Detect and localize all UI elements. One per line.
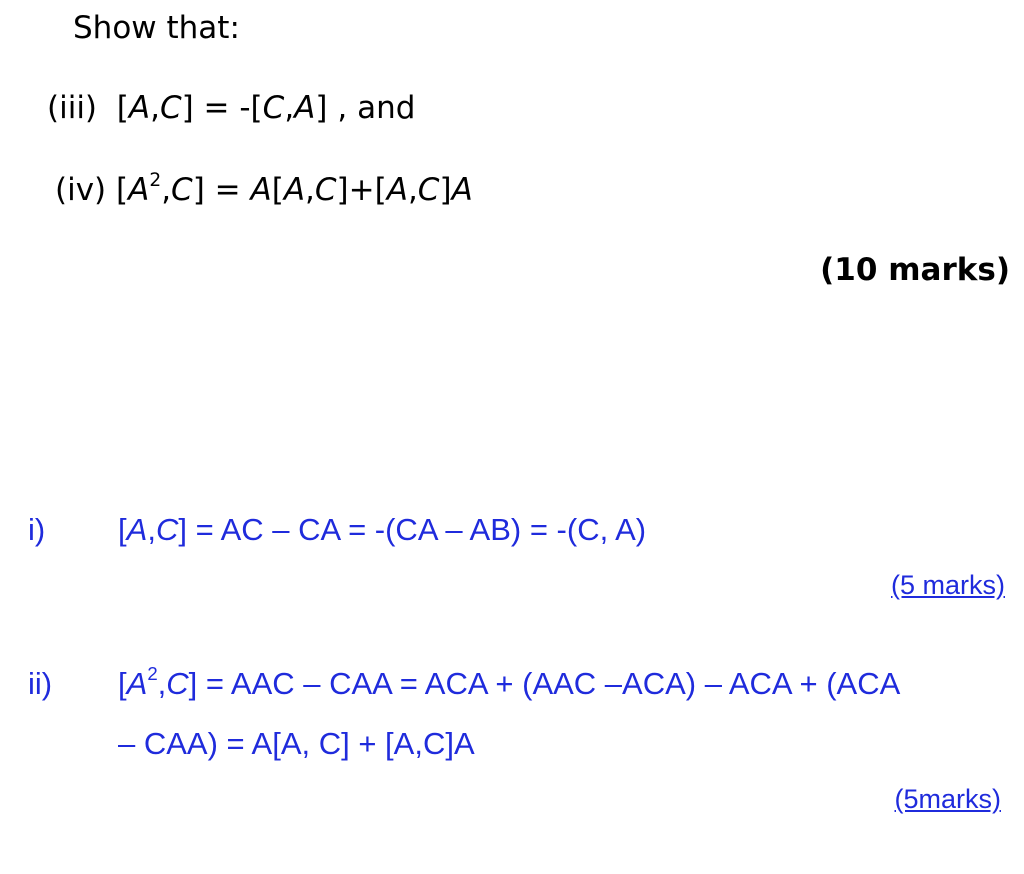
question-part-iii: (iii) [A,C] = -[C,A] , and [47,90,415,126]
part-iii-and: , and [337,90,416,126]
part-iv-expression: [A2,C] = A[A,C]+[A,C]A [116,170,473,208]
part-iii-expression: [A,C] = -[C,A] [116,90,328,126]
answer-part-i-label: i) [28,512,46,547]
part-iv-label: (iv) [55,172,107,208]
question-intro: Show that: [73,10,240,46]
answer-part-i-marks: (5 marks) [891,570,1005,600]
answer-part-ii-line1: [A2,C] = AAC – CAA = ACA + (AAC –ACA) – … [118,663,901,701]
answer-part-ii-label: ii) [28,666,53,701]
answer-part-ii-line1-rest: = AAC – CAA = ACA + (AAC –ACA) – ACA + (… [205,666,901,701]
answer-part-i-expression: [A,C] = AC – CA = -(CA – AB) = -(C, A) [118,512,647,547]
answer-part-ii-line2: – CAA) = A[A, C] + [A,C]A [118,726,475,761]
answer-part-i-rest: = AC – CA = -(CA – AB) = -(C, A) [195,512,647,547]
answer-part-ii-marks: (5marks) [894,784,1002,814]
question-marks: (10 marks) [820,252,1010,288]
question-part-iv: (iv) [A2,C] = A[A,C]+[A,C]A [55,170,473,208]
part-iii-label: (iii) [47,90,98,126]
